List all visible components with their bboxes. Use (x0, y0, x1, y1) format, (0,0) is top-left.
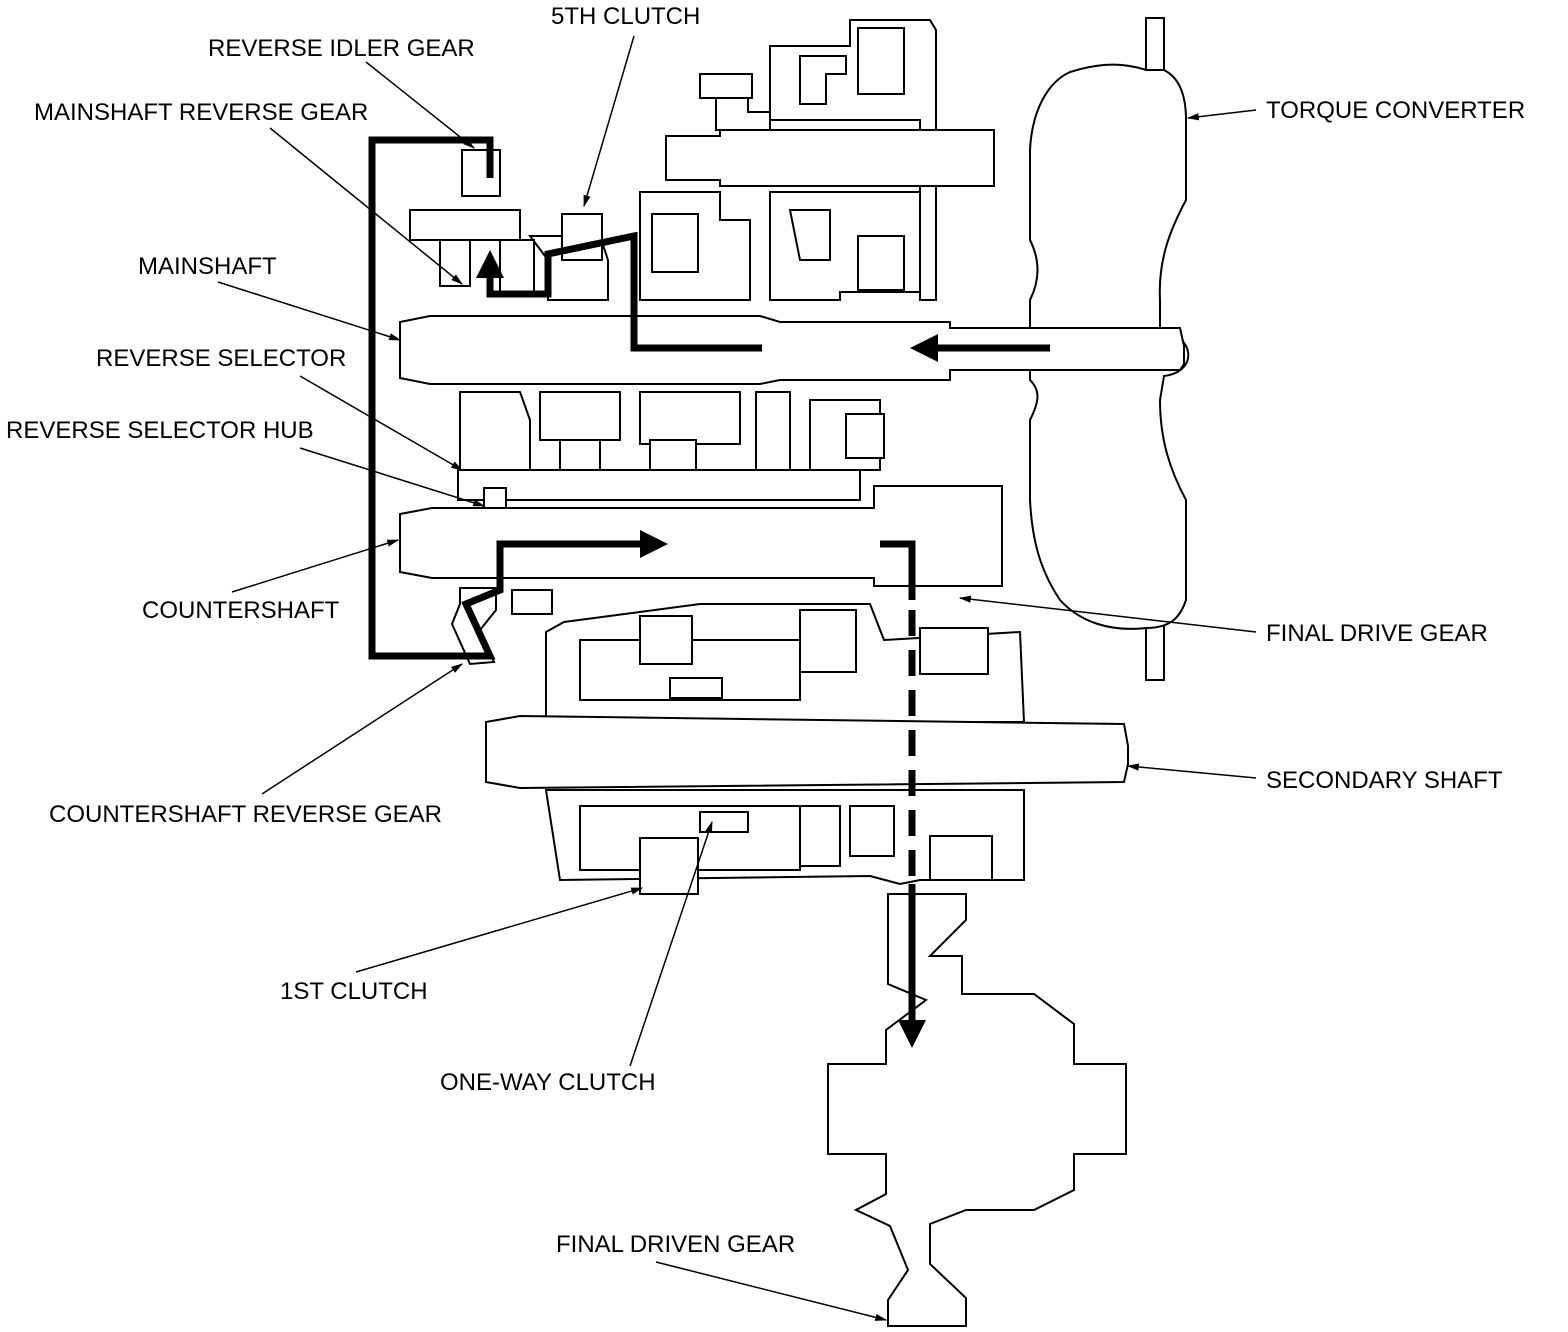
mainshaft (399, 315, 1185, 385)
label-final-driven-gear: FINAL DRIVEN GEAR (556, 1231, 795, 1258)
label-reverse-selector: REVERSE SELECTOR (96, 345, 346, 372)
label-mainshaft-reverse-gear: MAINSHAFT REVERSE GEAR (34, 99, 368, 126)
label-fifth-clutch: 5TH CLUTCH (551, 3, 700, 30)
countershaft (399, 485, 1003, 587)
label-one-way-clutch: ONE-WAY CLUTCH (440, 1069, 656, 1096)
label-countershaft-reverse-gear: COUNTERSHAFT REVERSE GEAR (49, 801, 442, 828)
label-mainshaft: MAINSHAFT (138, 253, 277, 280)
label-torque-converter: TORQUE CONVERTER (1266, 97, 1525, 124)
leader-lines (217, 35, 1257, 1321)
labels: REVERSE IDLER GEAR 5TH CLUTCH MAINSHAFT … (6, 3, 1525, 1258)
countershaft-gear-assembly (457, 391, 885, 511)
label-reverse-idler-gear: REVERSE IDLER GEAR (208, 35, 475, 62)
power-flow-path (368, 136, 1050, 1048)
label-final-drive-gear: FINAL DRIVE GEAR (1266, 620, 1488, 647)
label-countershaft: COUNTERSHAFT (142, 597, 340, 624)
mainshaft-gear-assembly (409, 19, 995, 301)
secondary-shaft-assembly (485, 603, 1129, 895)
final-driven-gear (827, 893, 1127, 1327)
label-first-clutch: 1ST CLUTCH (280, 978, 428, 1005)
label-reverse-selector-hub: REVERSE SELECTOR HUB (6, 417, 314, 444)
label-secondary-shaft: SECONDARY SHAFT (1266, 767, 1503, 794)
